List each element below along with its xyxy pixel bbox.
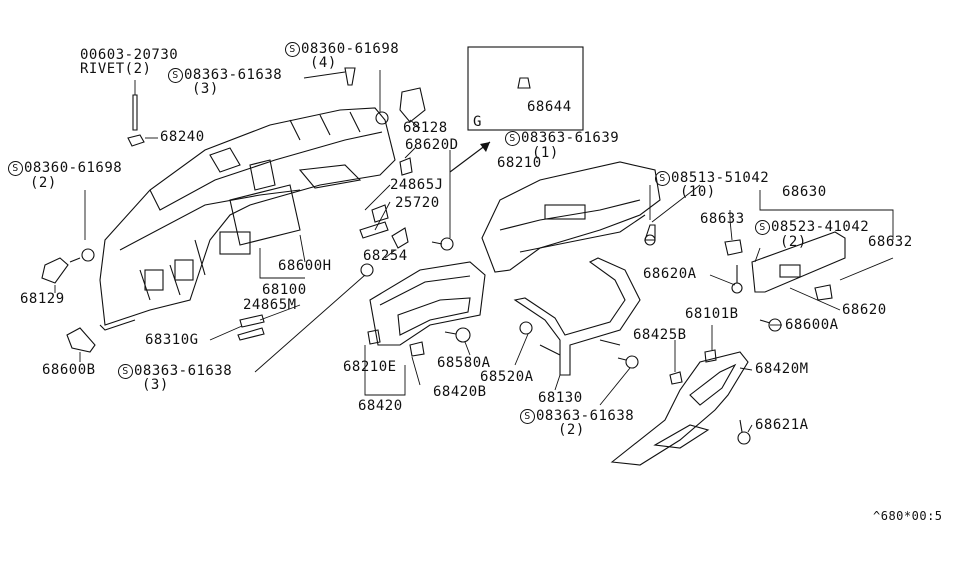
part-number: 08523-41042 xyxy=(771,219,870,235)
label-68210e: 68210E xyxy=(343,359,397,375)
label-68580a: 68580A xyxy=(437,355,491,371)
label-24865m: 24865M xyxy=(243,297,297,313)
label-68633: 68633 xyxy=(700,211,745,227)
label-68425b: 68425B xyxy=(633,327,687,343)
label-68210: 68210 xyxy=(497,155,542,171)
part-number: 08360-61698 xyxy=(24,160,123,176)
label-rivet: RIVET(2) xyxy=(80,61,152,77)
label-68620a: 68620A xyxy=(643,266,697,282)
label-68310g: 68310G xyxy=(145,332,199,348)
label-68520a: 68520A xyxy=(480,369,534,385)
label-24865j: 24865J xyxy=(390,177,444,193)
inset-box xyxy=(449,46,584,173)
label-68101b: 68101B xyxy=(685,306,739,322)
label-68630: 68630 xyxy=(782,184,827,200)
label-68420m: 68420M xyxy=(755,361,809,377)
label-68600a: 68600A xyxy=(785,317,839,333)
label-68600h: 68600H xyxy=(278,258,332,274)
diagram-code: ^680*00:5 xyxy=(873,509,943,523)
label-qty-2-left: (2) xyxy=(30,175,57,191)
label-00603-20730: 00603-20730 xyxy=(80,47,179,63)
bracket-68130 xyxy=(513,257,641,376)
part-number: 08513-51042 xyxy=(671,170,770,186)
label-g: G xyxy=(473,114,482,130)
label-25720: 25720 xyxy=(395,195,440,211)
label-qty-10: (10) xyxy=(680,184,716,200)
label-qty-1: (1) xyxy=(532,145,559,161)
label-qty-3-bottom: (3) xyxy=(142,377,169,393)
label-68254: 68254 xyxy=(363,248,408,264)
part-number: 08360-61698 xyxy=(301,41,400,57)
label-qty-4: (4) xyxy=(310,55,337,71)
s-symbol-icon: S xyxy=(8,161,23,176)
part-number: 08363-61638 xyxy=(536,408,635,424)
label-68632: 68632 xyxy=(868,234,913,250)
label-68621a: 68621A xyxy=(755,417,809,433)
label-68128: 68128 xyxy=(403,120,448,136)
s-symbol-icon: S xyxy=(118,364,133,379)
label-68620: 68620 xyxy=(842,302,887,318)
s-symbol-icon: S xyxy=(285,42,300,57)
label-qty-3-top: (3) xyxy=(192,81,219,97)
label-68620d: 68620D xyxy=(405,137,459,153)
label-qty-2-mid: (2) xyxy=(558,422,585,438)
label-68240: 68240 xyxy=(160,129,205,145)
label-68644: 68644 xyxy=(527,99,572,115)
side-panel-68630 xyxy=(751,231,846,293)
s-symbol-icon: S xyxy=(755,220,770,235)
label-68600b: 68600B xyxy=(42,362,96,378)
s-symbol-icon: S xyxy=(655,171,670,186)
label-68420: 68420 xyxy=(358,398,403,414)
s-symbol-icon: S xyxy=(505,131,520,146)
upper-cover-68210 xyxy=(481,161,661,273)
part-number: 08363-61638 xyxy=(134,363,233,379)
label-68130: 68130 xyxy=(538,390,583,406)
s-symbol-icon: S xyxy=(520,409,535,424)
label-68420b: 68420B xyxy=(433,384,487,400)
s-symbol-icon: S xyxy=(168,68,183,83)
label-68100: 68100 xyxy=(262,282,307,298)
part-number: 08363-61639 xyxy=(521,130,620,146)
leader-lines xyxy=(54,70,894,433)
finisher-68420m xyxy=(610,351,749,466)
label-qty-2-right: (2) xyxy=(780,234,807,250)
label-68129: 68129 xyxy=(20,291,65,307)
glovebox-assembly xyxy=(369,261,486,346)
part-number: 08363-61638 xyxy=(184,67,283,83)
dashboard-outline xyxy=(99,107,396,331)
